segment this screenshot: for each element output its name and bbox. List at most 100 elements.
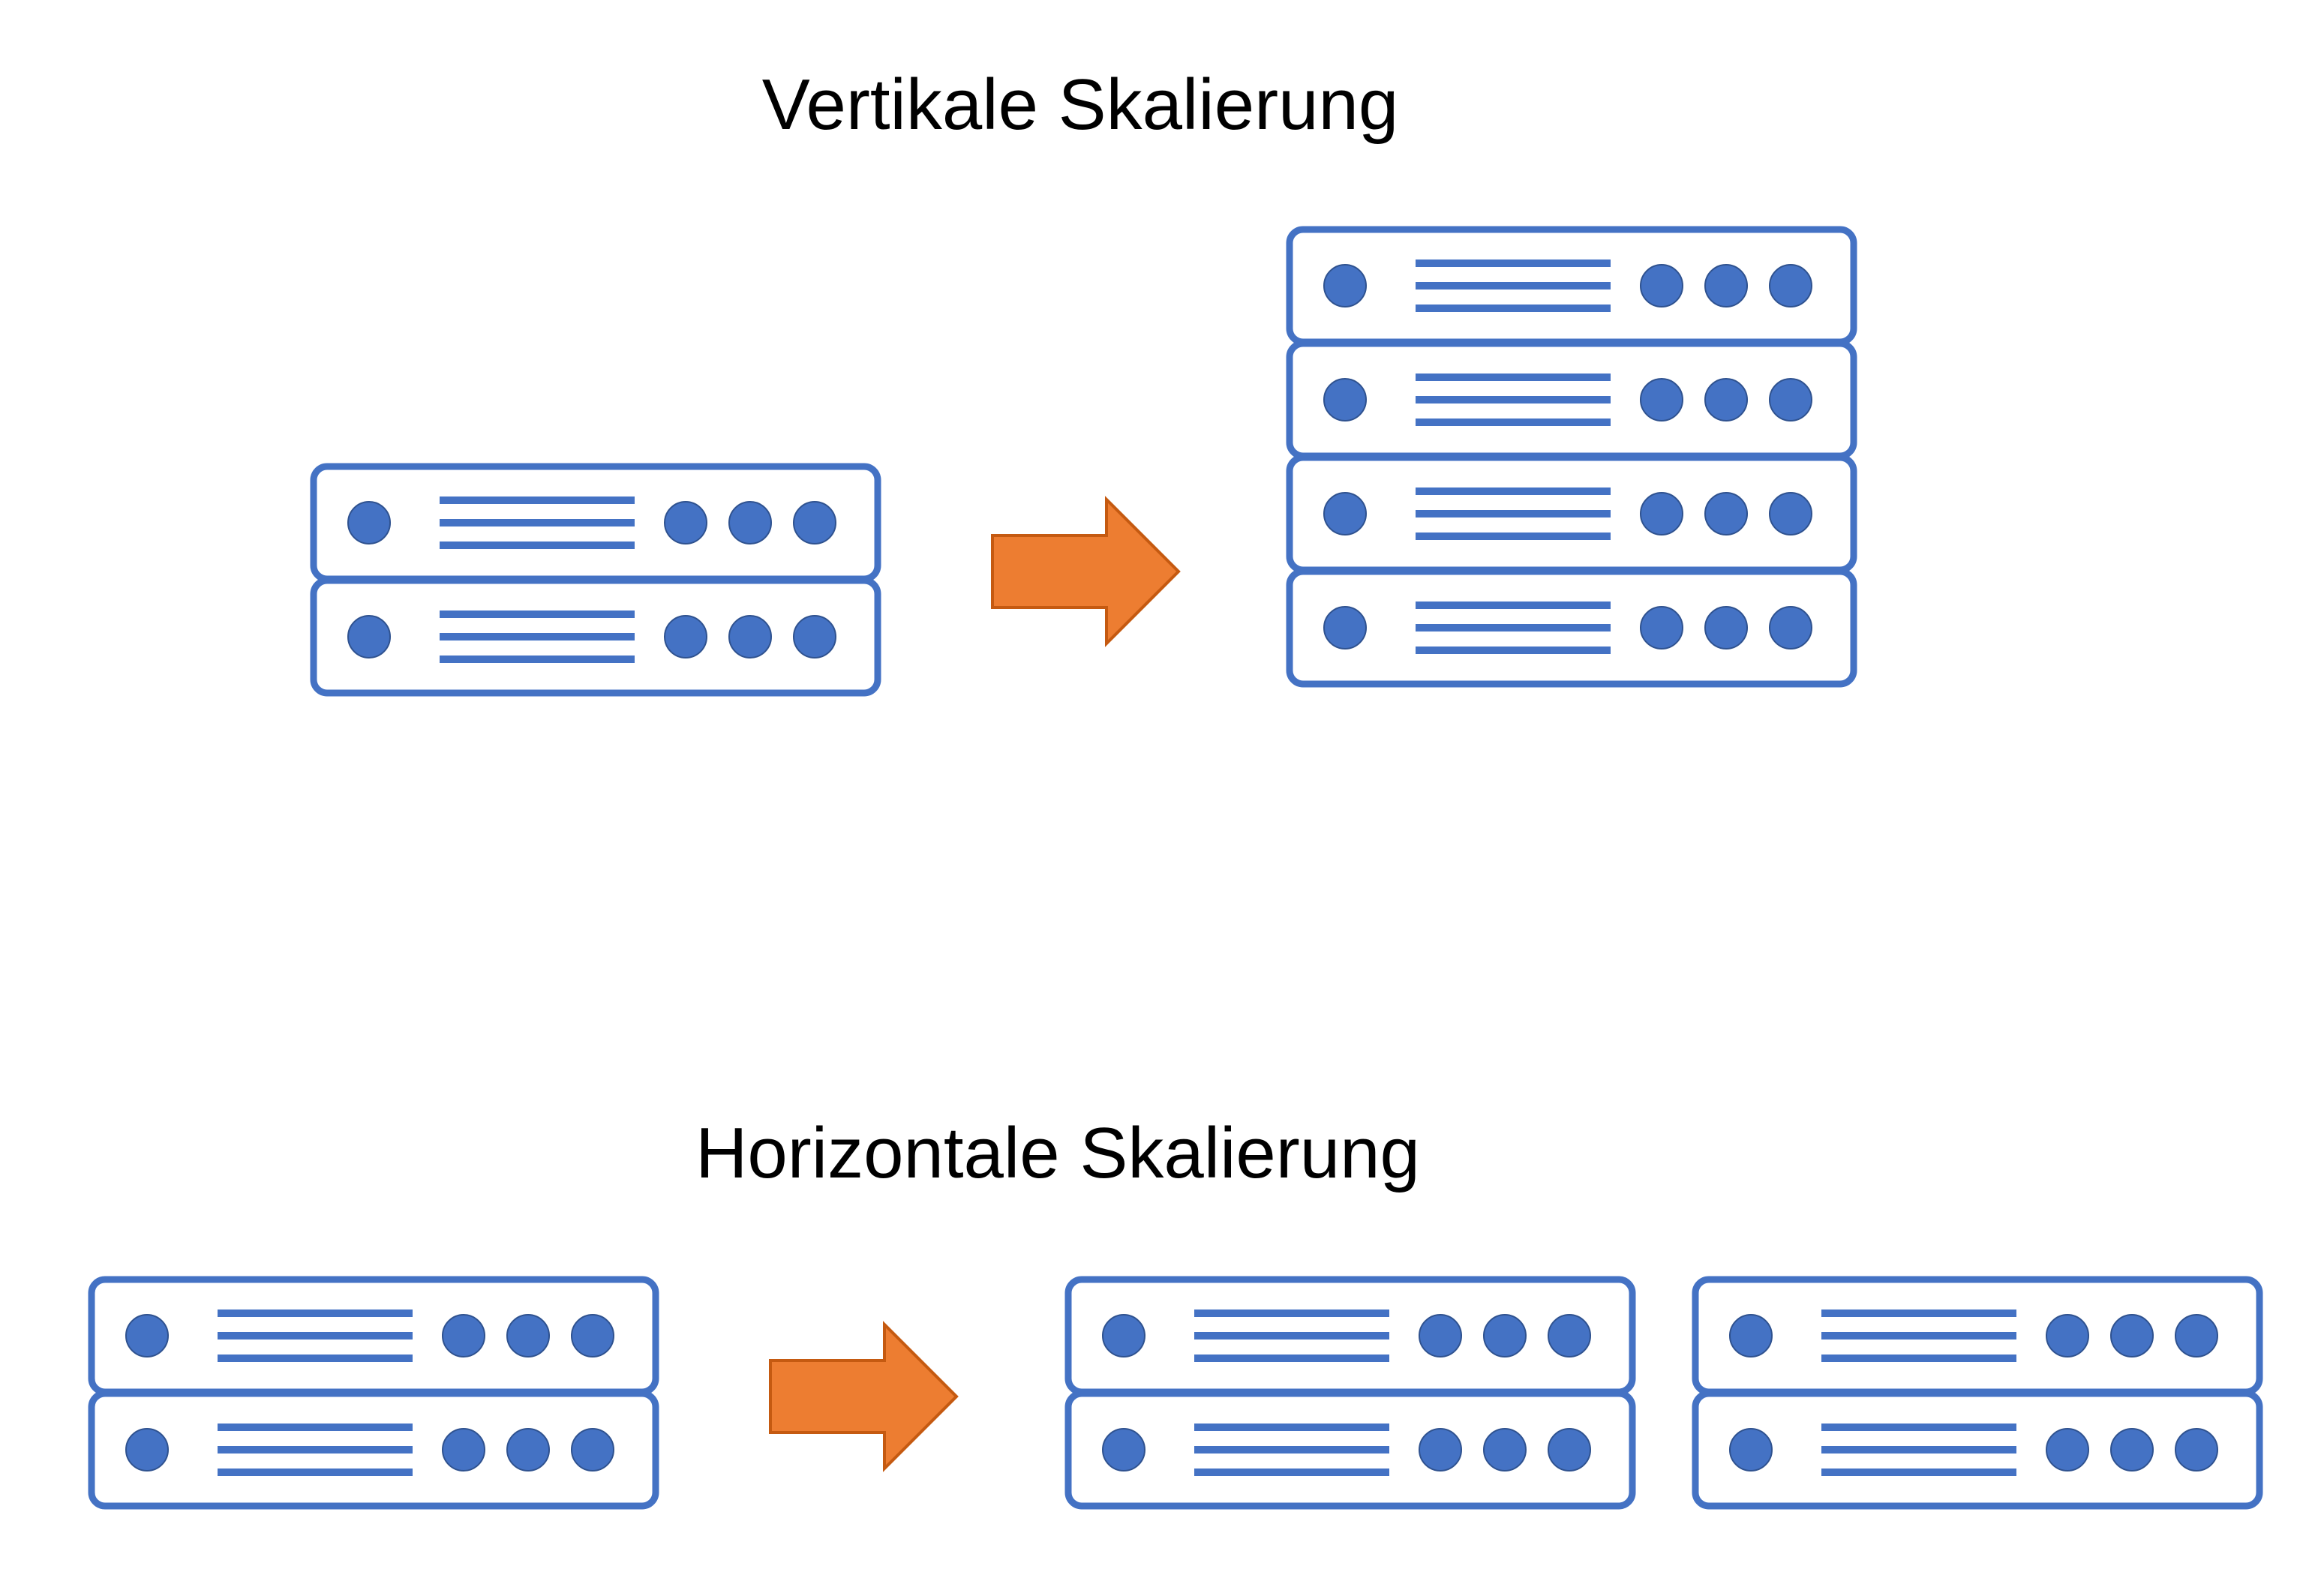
vent-line	[1416, 374, 1611, 381]
status-led-icon	[506, 1314, 550, 1358]
vent-line	[1416, 602, 1611, 609]
power-indicator-icon	[1323, 492, 1367, 536]
horizontal-scaling-title: Horizontale Skalierung	[695, 1113, 1420, 1193]
vent-line	[1416, 532, 1611, 540]
power-indicator-icon	[347, 501, 391, 544]
status-led-icon	[2110, 1428, 2154, 1472]
status-led-icon	[2175, 1314, 2218, 1358]
status-led-icon	[793, 501, 836, 544]
vent-line	[440, 519, 635, 526]
server-rack-unit-icon	[1286, 454, 1857, 574]
vent-line	[1416, 624, 1611, 632]
vent-line	[1416, 304, 1611, 312]
status-led-icon	[664, 615, 707, 658]
right-arrow-icon	[991, 496, 1181, 647]
vent-line	[1194, 1310, 1389, 1317]
vent-line	[1821, 1468, 2016, 1476]
status-led-icon	[2110, 1314, 2154, 1358]
status-led-icon	[2046, 1314, 2089, 1358]
vent-line	[218, 1446, 413, 1454]
vent-line	[1416, 260, 1611, 267]
status-led-icon	[1640, 264, 1683, 308]
status-led-icon	[1769, 378, 1812, 422]
status-led-icon	[1548, 1428, 1591, 1472]
vent-line	[218, 1424, 413, 1431]
status-led-icon	[442, 1428, 485, 1472]
power-indicator-icon	[1729, 1428, 1773, 1472]
status-led-icon	[1419, 1428, 1462, 1472]
horizontal-scaling-arrow	[769, 1321, 959, 1472]
server-rack-unit-icon	[88, 1276, 659, 1396]
vent-line	[1194, 1332, 1389, 1340]
status-led-icon	[571, 1314, 614, 1358]
status-led-icon	[1483, 1428, 1527, 1472]
vent-line	[440, 633, 635, 640]
vent-line	[1416, 646, 1611, 654]
vent-line	[1821, 1310, 2016, 1317]
status-led-icon	[1548, 1314, 1591, 1358]
power-indicator-icon	[347, 615, 391, 658]
horizontal-before-server-stack	[88, 1276, 659, 1510]
power-indicator-icon	[125, 1428, 169, 1472]
status-led-icon	[728, 615, 772, 658]
server-rack-unit-icon	[1064, 1390, 1636, 1510]
status-led-icon	[1769, 492, 1812, 536]
server-rack-unit-icon	[1286, 568, 1857, 688]
vent-line	[1416, 396, 1611, 404]
status-led-icon	[442, 1314, 485, 1358]
power-indicator-icon	[1323, 606, 1367, 650]
power-indicator-icon	[1102, 1314, 1145, 1358]
server-rack-unit-icon	[1286, 340, 1857, 460]
status-led-icon	[1483, 1314, 1527, 1358]
status-led-icon	[728, 501, 772, 544]
vertical-scaling-arrow	[991, 496, 1181, 647]
server-rack-unit-icon	[1064, 1276, 1636, 1396]
status-led-icon	[2175, 1428, 2218, 1472]
horizontal-after-server-stack-2	[1692, 1276, 2263, 1510]
vent-line	[218, 1310, 413, 1317]
server-rack-unit-icon	[310, 463, 881, 583]
status-led-icon	[1704, 492, 1748, 536]
power-indicator-icon	[1729, 1314, 1773, 1358]
vent-line	[218, 1332, 413, 1340]
power-indicator-icon	[1102, 1428, 1145, 1472]
status-led-icon	[1769, 264, 1812, 308]
server-rack-unit-icon	[1286, 226, 1857, 346]
status-led-icon	[1419, 1314, 1462, 1358]
server-rack-unit-icon	[310, 577, 881, 697]
status-led-icon	[1640, 378, 1683, 422]
vent-line	[440, 656, 635, 663]
vent-line	[1194, 1424, 1389, 1431]
horizontal-after-server-stack-1	[1064, 1276, 1636, 1510]
status-led-icon	[1704, 264, 1748, 308]
vertical-after-server-stack	[1286, 226, 1857, 688]
vent-line	[440, 542, 635, 549]
status-led-icon	[1704, 378, 1748, 422]
horizontal-scaling-section	[88, 1276, 2263, 1510]
power-indicator-icon	[1323, 378, 1367, 422]
power-indicator-icon	[125, 1314, 169, 1358]
vent-line	[1821, 1424, 2016, 1431]
vertical-scaling-section	[310, 226, 1857, 697]
vent-line	[1416, 282, 1611, 290]
vent-line	[1821, 1332, 2016, 1340]
server-rack-unit-icon	[1692, 1390, 2263, 1510]
vent-line	[1416, 418, 1611, 426]
vent-line	[1194, 1446, 1389, 1454]
server-rack-unit-icon	[88, 1390, 659, 1510]
vent-line	[1821, 1354, 2016, 1362]
right-arrow-icon	[769, 1321, 959, 1472]
status-led-icon	[571, 1428, 614, 1472]
status-led-icon	[1769, 606, 1812, 650]
vent-line	[1416, 488, 1611, 495]
vent-line	[1194, 1468, 1389, 1476]
vent-line	[1821, 1446, 2016, 1454]
status-led-icon	[506, 1428, 550, 1472]
status-led-icon	[664, 501, 707, 544]
status-led-icon	[1640, 492, 1683, 536]
vertical-before-server-stack	[310, 463, 881, 697]
vent-line	[1194, 1354, 1389, 1362]
vent-line	[440, 610, 635, 618]
status-led-icon	[793, 615, 836, 658]
